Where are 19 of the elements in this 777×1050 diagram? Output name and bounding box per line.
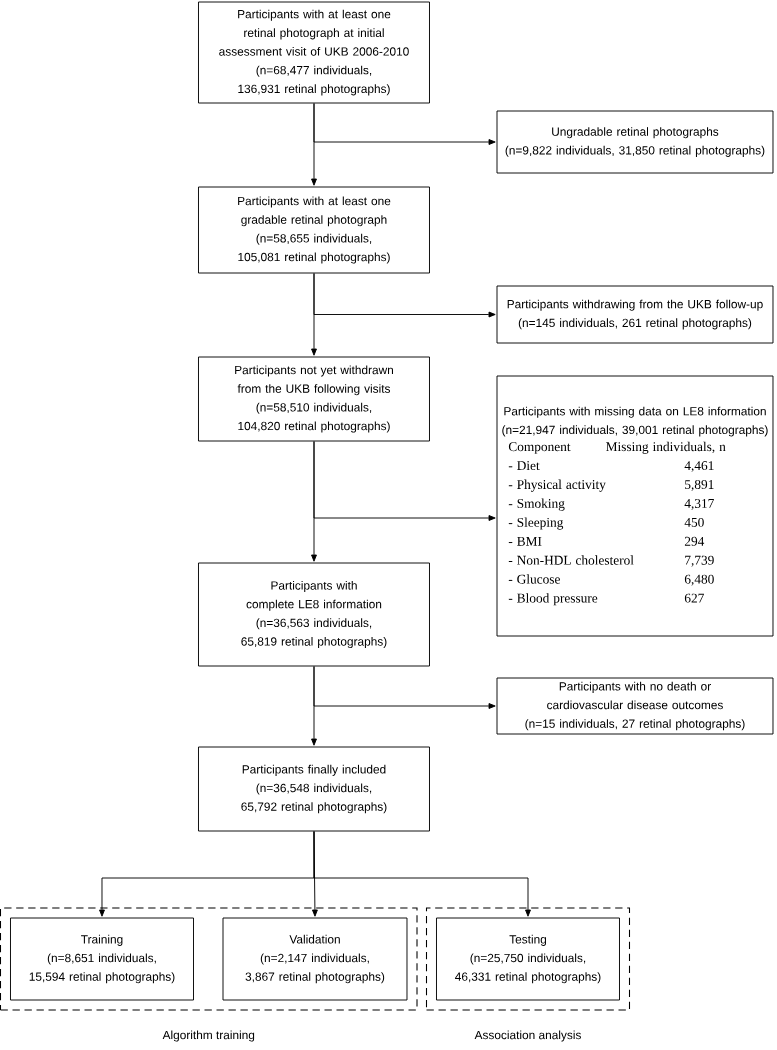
exclusion-box: Participants with missing data on LE8 information (n=21,947 individuals, 39,001 retinal photographs) Component Missing individuals, n - Diet 4,461 - Physical activity 5,891 - Smoking 4,317 - Sleeping 450 - BMI 294 - Non-HDL cholesterol 7,739 - Glucose 6,480 - Blood pressure 627 — [496, 375, 774, 637]
arrow — [313, 103, 496, 145]
exclusion-box: Ungradable retinal photographs (n=9,822 individuals, 31,850 retinal photographs) — [496, 110, 774, 174]
process-box: Participants with complete LE8 information (n=36,563 individuals, 65,819 retinal photographs) — [198, 562, 430, 667]
process-box: Training (n=8,651 individuals, 15,594 retinal photographs) — [10, 917, 194, 1001]
arrow — [313, 831, 531, 917]
arrow — [313, 273, 496, 318]
exclusion-box: Participants withdrawing from the UKB follow-up (n=145 individuals, 261 retinal photographs) — [496, 285, 774, 344]
process-box: Validation (n=2,147 individuals, 3,867 retinal photographs) — [222, 917, 408, 1001]
arrow — [313, 441, 496, 521]
arrow — [313, 666, 496, 709]
process-box: Participants with at least one gradable retinal photograph (n=58,655 individuals, 105,081 retinal photographs) — [198, 186, 430, 274]
group-label: Association analysis — [474, 1030, 581, 1042]
process-box: Participants finally included (n=36,548 individuals, 65,792 retinal photographs) — [198, 746, 430, 832]
group-label: Algorithm training — [162, 1030, 255, 1042]
exclusion-box: Participants with no death or cardiovascular disease outcomes (n=15 individuals, 27 retinal photographs) — [496, 677, 774, 735]
process-box: Testing (n=25,750 individuals, 46,331 retinal photographs) — [436, 917, 620, 1001]
process-box: Participants with at least one retinal photograph at initial assessment visit of UKB 2006-2010 (n=68,477 individuals, 136,931 retinal photographs) — [198, 1, 430, 104]
process-box: Participants not yet withdrawn from the UKB following visits (n=58,510 individuals, 104,820 retinal photographs) — [198, 356, 430, 442]
